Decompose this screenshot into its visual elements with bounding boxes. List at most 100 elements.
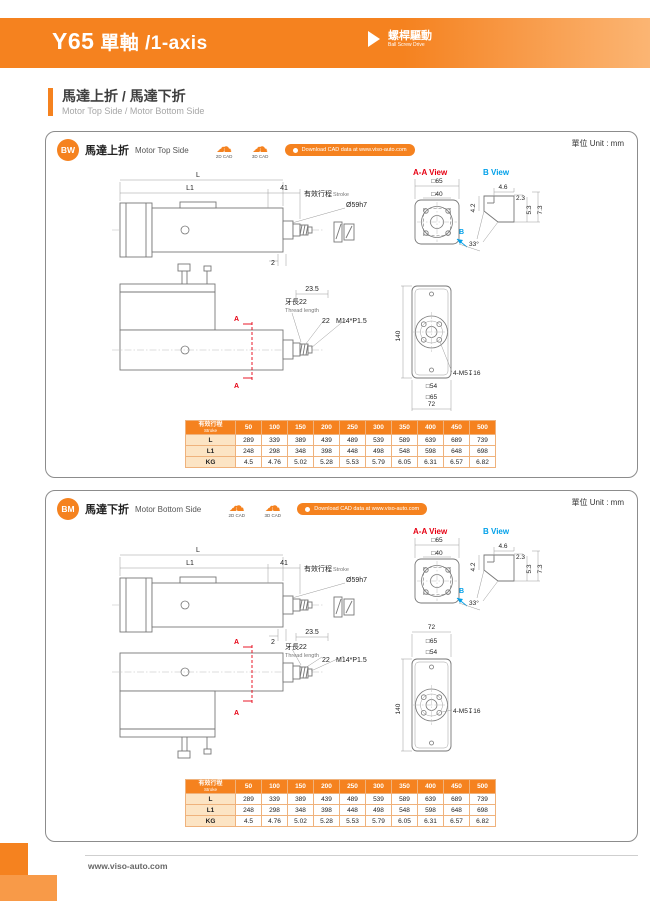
aa-view-title: A-A View — [413, 168, 448, 177]
download-cad-link[interactable]: Download CAD data at www.viso-auto.com — [297, 503, 428, 515]
dim-stroke-cn: 有效行程 — [304, 564, 332, 573]
table-cell: 698 — [469, 804, 496, 816]
cloud-download-icon: ☁↓ — [228, 498, 245, 515]
table-cell: 6.82 — [469, 815, 496, 827]
page-title: Y65 單軸 /1-axis — [52, 28, 208, 55]
footer-orange-block-large — [0, 875, 57, 901]
table-cell: 639 — [417, 793, 444, 805]
download-cad-link[interactable]: Download CAD data at www.viso-auto.com — [284, 144, 415, 156]
table-cell: 5.02 — [287, 456, 314, 468]
plan-view — [112, 201, 355, 258]
view-b-arrow-label: B — [459, 229, 464, 236]
dim-sq65-top: □65 — [431, 537, 443, 544]
dim-2: 2 — [271, 639, 275, 646]
dim-7-3: 7.3 — [537, 564, 544, 573]
aa-view — [414, 538, 481, 611]
header-bar: Y65 單軸 /1-axis 螺桿驅動 Ball Screw Drive — [0, 18, 650, 68]
table-header-cell: 250 — [339, 420, 366, 435]
table-header-cell: 400 — [417, 420, 444, 435]
table-cell: 5.53 — [339, 456, 366, 468]
table-cell: 439 — [313, 793, 340, 805]
table-cell: 298 — [261, 804, 288, 816]
dim-sq40: □40 — [431, 550, 443, 557]
dim-sq54: □54 — [426, 383, 438, 390]
dim-stroke-en: Stroke — [333, 192, 349, 198]
mounting-face-view — [401, 285, 453, 411]
panel-title-en: Motor Bottom Side — [135, 504, 202, 514]
footer-website-link[interactable]: www.viso-auto.com — [88, 861, 168, 871]
dim-140: 140 — [395, 330, 402, 341]
dim-2-3: 2.3 — [516, 554, 525, 561]
table-row-label: KG — [185, 456, 236, 468]
dim-bolt-spec: 4-M5↧16 — [453, 708, 481, 715]
table-cell: 5.79 — [365, 815, 392, 827]
table-cell: 6.82 — [469, 456, 496, 468]
table-cell: 248 — [235, 445, 262, 457]
dim-140: 140 — [395, 703, 402, 714]
cloud-download-icon: ☁↓ — [264, 498, 281, 515]
dim-22: 22 — [322, 657, 330, 664]
table-cell: 598 — [417, 804, 444, 816]
cad-2d-download[interactable]: ☁↓ 2D CAD — [223, 498, 250, 519]
cad-3d-download[interactable]: ☁↓ 3D CAD — [259, 498, 286, 519]
section-line-a — [243, 322, 253, 380]
table-header-cell: 500 — [469, 779, 496, 794]
table-header-cell: 200 — [313, 420, 340, 435]
side-view — [112, 263, 324, 371]
table-cell: 348 — [287, 445, 314, 457]
table-cell: 589 — [391, 434, 418, 446]
table-cell: 298 — [261, 445, 288, 457]
dim-5-3: 5.3 — [526, 564, 533, 573]
dim-thread-en: Thread length — [285, 308, 319, 314]
side-dimensions — [291, 290, 347, 349]
dim-33deg: 33° — [469, 240, 479, 248]
table-cell: 4.76 — [261, 815, 288, 827]
dim-23-5: 23.5 — [305, 286, 319, 293]
dim-sq54: □54 — [426, 649, 438, 656]
table-header-cell: 50 — [235, 779, 262, 794]
table-cell: 6.57 — [443, 456, 470, 468]
table-cell: 4.76 — [261, 456, 288, 468]
cad-2d-download[interactable]: ☁↓ 2D CAD — [211, 139, 238, 160]
table-header-cell: 200 — [313, 779, 340, 794]
unit-label: 單位 Unit : mm — [571, 498, 624, 507]
table-cell: 648 — [443, 804, 470, 816]
dim-4-2: 4.2 — [470, 562, 477, 571]
dim-sq40: □40 — [431, 191, 443, 198]
table-cell: 739 — [469, 434, 496, 446]
dim-7-3: 7.3 — [537, 205, 544, 214]
plan-view — [112, 576, 355, 633]
section-label-a-bottom: A — [234, 710, 239, 717]
dim-bolt-spec: 4-M5↧16 — [453, 370, 481, 377]
dim-sq65-bottom: □65 — [426, 394, 438, 401]
panel-motor-top-side: 單位 Unit : mm BW 馬達上折 Motor Top Side ☁↓ 2… — [45, 131, 638, 478]
table-header-cell: 500 — [469, 420, 496, 435]
section-line-a — [243, 645, 253, 703]
table-cell: 639 — [417, 434, 444, 446]
table-cell: 348 — [287, 804, 314, 816]
table-cell: 498 — [365, 445, 392, 457]
panel-header: BM 馬達下折 Motor Bottom Side ☁↓ 2D CAD ☁↓ 3… — [57, 498, 428, 520]
drawing-motor-bottom-side: L L1 41 有效行程 Stroke Ø59h7 2 — [112, 527, 544, 759]
dim-2: 2 — [271, 260, 275, 267]
cad-icons: ☁↓ 2D CAD ☁↓ 3D CAD — [223, 498, 286, 519]
table-cell: 389 — [287, 434, 314, 446]
cad-3d-label: 3D CAD — [251, 154, 269, 159]
table-cell: 6.31 — [417, 815, 444, 827]
b-view — [476, 188, 540, 243]
cloud-download-icon: ☁↓ — [216, 139, 233, 156]
table-cell: 648 — [443, 445, 470, 457]
table-header-cell: 100 — [261, 779, 288, 794]
table-cell: 439 — [313, 434, 340, 446]
b-view-title: B View — [483, 527, 510, 536]
table-header-cell: 450 — [443, 779, 470, 794]
table-header-cell: 100 — [261, 420, 288, 435]
cad-3d-download[interactable]: ☁↓ 3D CAD — [247, 140, 274, 160]
